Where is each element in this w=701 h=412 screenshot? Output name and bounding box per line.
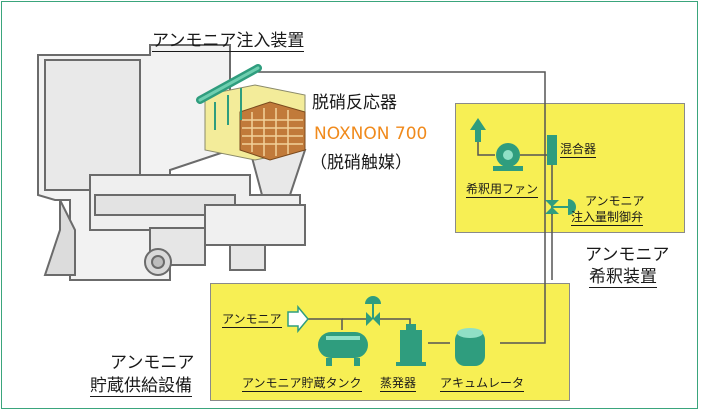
storage-equipment-panel [210, 283, 570, 401]
product-name-label: NOXNON 700 [314, 124, 428, 144]
mixer-label: 混合器 [560, 142, 597, 158]
control-valve-icon [365, 296, 398, 326]
evaporator-icon [396, 324, 426, 366]
dilution-title-line2: 希釈装置 [589, 262, 657, 288]
storage-title-line1: アンモニア [110, 353, 195, 373]
boiler-duct-icon [37, 44, 307, 281]
injection-pipe-icon [196, 64, 262, 130]
control-valve-icon [545, 199, 576, 215]
tank-label: アンモニア貯蔵タンク [242, 376, 362, 392]
evaporator-label: 蒸発器 [380, 376, 417, 392]
arrow-up-icon [470, 118, 486, 142]
valve-label-line1: アンモニア [585, 194, 645, 208]
catalyst-label: （脱硝触媒） [310, 153, 412, 173]
reactor-label: 脱硝反応器 [312, 93, 397, 113]
storage-title-line2: 貯蔵供給設備 [90, 371, 192, 397]
accumulator-icon [455, 328, 485, 366]
ammonia-input-label: アンモニア [222, 312, 282, 328]
mixer-icon [547, 135, 557, 165]
storage-tank-icon [318, 332, 368, 366]
arrow-right-icon [287, 304, 309, 334]
ammonia-injector-label: アンモニア注入装置 [152, 26, 305, 52]
dilution-title-line1: アンモニア [585, 245, 670, 265]
valve-label-line2: 注入量制御弁 [571, 210, 644, 226]
fan-label: 希釈用ファン [466, 182, 539, 198]
fan-icon [493, 143, 523, 171]
catalyst-block-icon [204, 84, 306, 161]
accumulator-label: アキュムレータ [440, 376, 525, 392]
